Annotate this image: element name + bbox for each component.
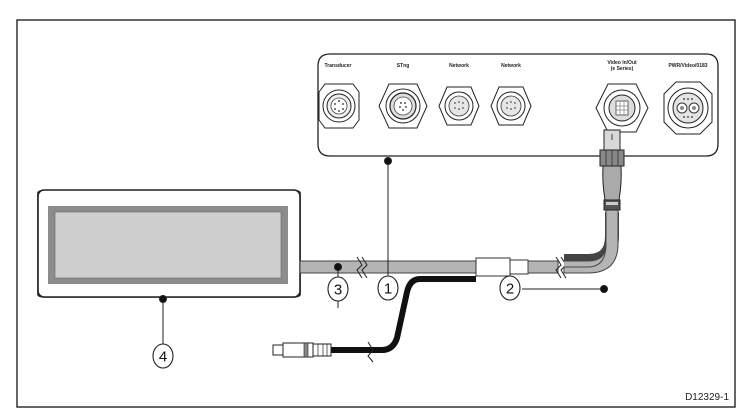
callout-2-label: 2 bbox=[506, 281, 514, 298]
network-port-2 bbox=[490, 86, 532, 126]
power-plug bbox=[282, 342, 314, 358]
port-label-network-1: Network bbox=[449, 63, 469, 69]
callout-1-dot bbox=[384, 157, 392, 165]
stng-port bbox=[378, 83, 428, 129]
callout-3-circle bbox=[327, 276, 349, 302]
port-label-video: Video In/Out bbox=[607, 60, 637, 66]
callout-1-label: 1 bbox=[384, 281, 392, 298]
port-sublabel-video: (e Series) bbox=[611, 66, 634, 72]
port-label-network-2: Network bbox=[501, 63, 521, 69]
callout-1-circle bbox=[377, 275, 399, 301]
display-unit bbox=[37, 189, 301, 298]
adapter-cable bbox=[299, 209, 619, 279]
cable-connector bbox=[599, 129, 625, 211]
power-cable bbox=[272, 276, 476, 363]
network-port-1 bbox=[438, 86, 480, 126]
splice-connector bbox=[475, 257, 511, 277]
callout-3-label: 3 bbox=[334, 282, 342, 299]
callout-4-circle bbox=[152, 343, 174, 369]
display-screen bbox=[54, 211, 282, 279]
callout-2-circle bbox=[499, 275, 521, 301]
transducer-port bbox=[318, 83, 360, 129]
reference-code: D12329-1 bbox=[685, 392, 729, 403]
port-label-transducer: Transducer bbox=[325, 63, 352, 69]
connector-panel: Transducer STng Network Network Video In… bbox=[317, 53, 719, 157]
callout-3-dot bbox=[334, 263, 342, 271]
cable-break-mark bbox=[356, 256, 368, 279]
power-port bbox=[663, 81, 713, 135]
callout-4-dot bbox=[159, 295, 167, 303]
port-label-power: PWR/Video/0183 bbox=[668, 63, 707, 69]
callout-2-dot bbox=[600, 285, 608, 293]
cable-break-mark bbox=[367, 341, 374, 363]
video-port bbox=[595, 83, 649, 133]
callout-4-label: 4 bbox=[159, 349, 167, 366]
port-label-stng: STng bbox=[397, 63, 410, 69]
